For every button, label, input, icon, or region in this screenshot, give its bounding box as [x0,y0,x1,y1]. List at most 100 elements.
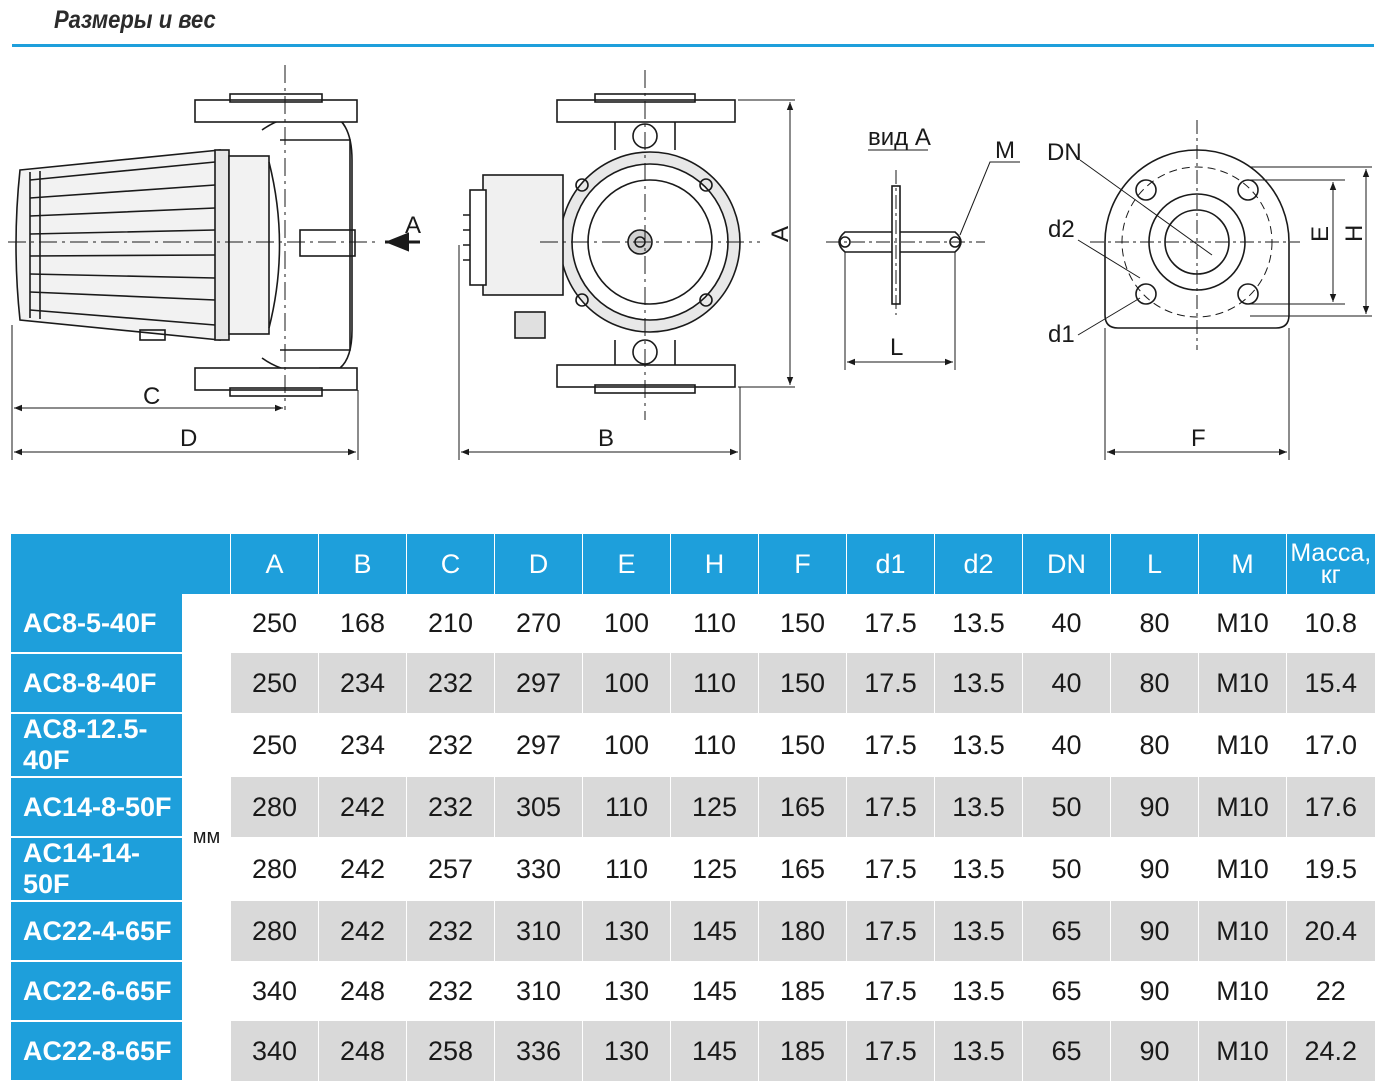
value-cell: 19.5 [1286,837,1375,901]
value-cell: 232 [406,901,495,961]
value-cell: 13.5 [934,961,1023,1021]
value-cell: 100 [582,713,671,777]
value-cell: M10 [1198,777,1287,837]
header-corner [10,534,231,594]
value-cell: 17.5 [846,653,935,713]
value-cell: 336 [494,1021,583,1081]
dim-l-label: L [890,334,903,361]
dimensions-table: A B C D E H F d1 d2 DN L M Масса, кг AC8… [10,534,1375,1082]
model-cell: AC22-4-65F [10,901,183,962]
page-title: Размеры и вес [54,6,216,34]
value-cell: 80 [1110,713,1199,777]
view-a-arrow: A [385,212,421,252]
value-cell: 280 [230,777,319,837]
table-header-row: A B C D E H F d1 d2 DN L M Масса, кг [10,534,1375,594]
value-cell: 232 [406,653,495,713]
value-cell: 17.6 [1286,777,1375,837]
value-cell: 90 [1110,777,1199,837]
value-cell: 232 [406,713,495,777]
value-cell: 65 [1022,901,1111,961]
value-cell: 90 [1110,961,1199,1021]
m-label: M [995,137,1015,164]
value-cell: 280 [230,901,319,961]
value-cell: 310 [494,961,583,1021]
value-cell: 257 [406,837,495,901]
value-cell: 250 [230,713,319,777]
value-cell: 10.8 [1286,594,1375,653]
dimension-e: E [1307,182,1337,302]
view-a-label: вид А [868,124,931,151]
value-cell: 17.5 [846,837,935,901]
header-d: D [494,534,583,594]
value-cell: 110 [582,777,671,837]
dimension-b: B [461,425,738,456]
header-dn: DN [1022,534,1111,594]
value-cell: 110 [670,713,759,777]
model-cell: AC14-8-50F [10,777,183,838]
title-rule [12,44,1374,47]
view-a-bracket [826,161,1020,370]
value-cell: 185 [758,1021,847,1081]
value-cell: 150 [758,653,847,713]
dimension-f: F [1107,425,1287,456]
value-cell: 110 [582,837,671,901]
dim-b-label: B [598,425,614,452]
value-cell: 125 [670,777,759,837]
d1-label: d1 [1048,321,1075,348]
value-cell: 50 [1022,777,1111,837]
value-cell: 65 [1022,1021,1111,1081]
value-cell: 40 [1022,653,1111,713]
value-cell: 13.5 [934,1021,1023,1081]
value-cell: 24.2 [1286,1021,1375,1081]
model-cell: AC22-8-65F [10,1021,183,1082]
value-cell: 100 [582,653,671,713]
value-cell: 340 [230,1021,319,1081]
value-cell: 185 [758,961,847,1021]
value-cell: 242 [318,837,407,901]
value-cell: 150 [758,594,847,653]
value-cell: 210 [406,594,495,653]
value-cell: 130 [582,961,671,1021]
value-cell: M10 [1198,1021,1287,1081]
model-cell: AC8-12.5-40F [10,713,183,778]
value-cell: 90 [1110,837,1199,901]
pump-side-view [8,65,380,460]
value-cell: 232 [406,961,495,1021]
value-cell: M10 [1198,901,1287,961]
value-cell: 250 [230,594,319,653]
header-h: H [670,534,759,594]
value-cell: 40 [1022,713,1111,777]
value-cell: 80 [1110,594,1199,653]
value-cell: 90 [1110,1021,1199,1081]
value-cell: 165 [758,837,847,901]
value-cell: M10 [1198,837,1287,901]
dimension-l: L [847,334,953,366]
dim-d-label: D [180,425,197,452]
pump-front-view [458,70,795,460]
header-f: F [758,534,847,594]
dimension-c: C [14,383,283,412]
header-mass-line1: Масса, [1290,539,1372,567]
value-cell: 17.5 [846,594,935,653]
value-cell: 270 [494,594,583,653]
value-cell: 17.5 [846,713,935,777]
value-cell: 145 [670,961,759,1021]
value-cell: 258 [406,1021,495,1081]
model-cell: AC8-8-40F [10,653,183,714]
dimension-d: D [14,425,356,456]
header-m: M [1198,534,1287,594]
value-cell: 13.5 [934,837,1023,901]
value-cell: 145 [670,901,759,961]
value-cell: 17.5 [846,961,935,1021]
value-cell: 234 [318,713,407,777]
value-cell: 165 [758,777,847,837]
value-cell: 110 [670,594,759,653]
value-cell: 90 [1110,901,1199,961]
